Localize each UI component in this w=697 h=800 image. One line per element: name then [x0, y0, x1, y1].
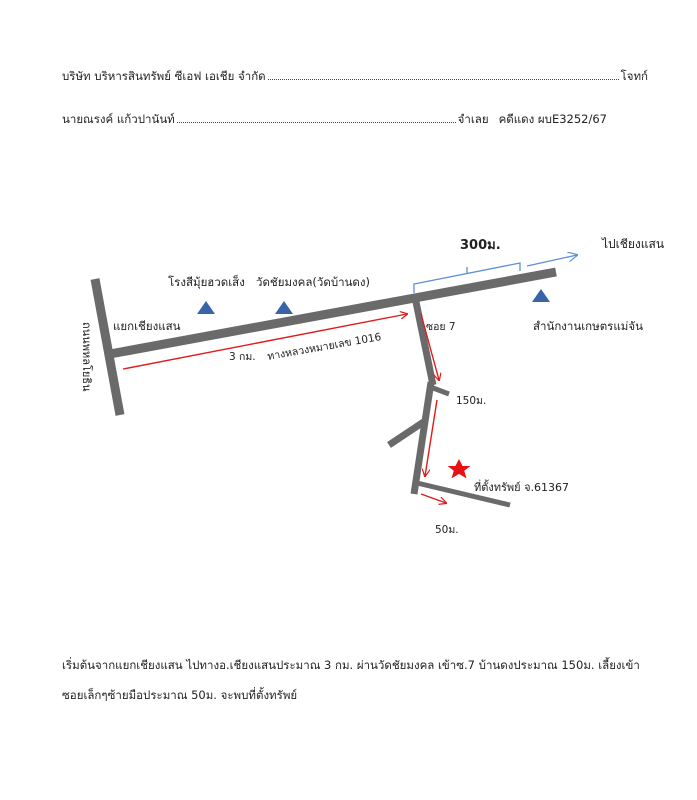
directions-text: เริ่มต้นจากแยกเชียงแสน ไปทางอ.เชียงแสนปร… — [62, 650, 662, 710]
label-150m: 150ม. — [456, 395, 486, 407]
header-company-line: บริษัท บริหารสินทรัพย์ ซีเอฟ เอเชีย จำกั… — [62, 68, 648, 86]
case-number: คดีแดง ผบE3252/67 — [498, 112, 607, 126]
road-soi-7-lower — [410, 381, 435, 495]
property-star-icon — [447, 459, 471, 479]
header-defendant-line: นายณรงค์ แก้วปานันท์ จำเลย คดีแดง ผบE325… — [62, 111, 607, 129]
label-to-chiang-saen: ไปเชียงแสน — [601, 237, 664, 251]
road-phahonyothin — [90, 278, 125, 416]
label-50m: 50ม. — [435, 524, 459, 536]
dotted-fill — [176, 113, 456, 123]
label-agri-office: สำนักงานเกษตรแม่จัน — [533, 319, 643, 333]
defendant-label: จำเลย — [457, 112, 489, 126]
route-arrow-soi — [420, 313, 439, 380]
landmark-temple-icon — [275, 301, 293, 314]
landmark-agri-office-icon — [532, 289, 550, 302]
label-temple: วัดชัยมงคล(วัดบ้านดง) — [256, 275, 370, 289]
label-distance-300: 300ม. — [460, 238, 501, 253]
directions-line-2: ซอยเล็กๆซ้ายมือประมาณ 50ม. จะพบที่ตั้งทร… — [62, 688, 298, 702]
road-branch-150 — [432, 385, 450, 397]
company-name: บริษัท บริหารสินทรัพย์ ซีเอฟ เอเชีย จำกั… — [62, 69, 266, 83]
dotted-fill — [267, 70, 619, 80]
label-km: 3 กม. — [229, 351, 256, 363]
road-highway-1016 — [109, 267, 557, 359]
label-junction: แยกเชียงแสน — [113, 319, 181, 333]
route-arrow-soi-lower — [425, 399, 438, 476]
label-highway: ทางหลวงหมายเลข 1016 — [266, 331, 382, 363]
defendant-name: นายณรงค์ แก้วปานันท์ — [62, 112, 175, 126]
road-soi-7 — [411, 296, 437, 386]
route-arrow-highway — [122, 314, 407, 370]
label-soi-7: ซอย 7 — [426, 321, 456, 333]
label-property: ที่ตั้งทรัพย์ จ.61367 — [474, 479, 569, 494]
directions-line-1: เริ่มต้นจากแยกเชียงแสน ไปทางอ.เชียงแสนปร… — [62, 658, 640, 672]
road-small-soi — [416, 480, 511, 508]
plaintiff-label: โจทก์ — [620, 69, 648, 83]
route-arrow-small-soi — [420, 493, 446, 503]
road-branch-left — [387, 418, 427, 448]
label-hospital: โรงสีมุ้ยฮวดเส็ง — [168, 274, 245, 289]
label-phahonyothin: ถนนพหลโยธิน — [80, 322, 94, 392]
direction-arrow-chiang-saen — [526, 255, 577, 267]
landmark-hospital-icon — [197, 301, 215, 314]
